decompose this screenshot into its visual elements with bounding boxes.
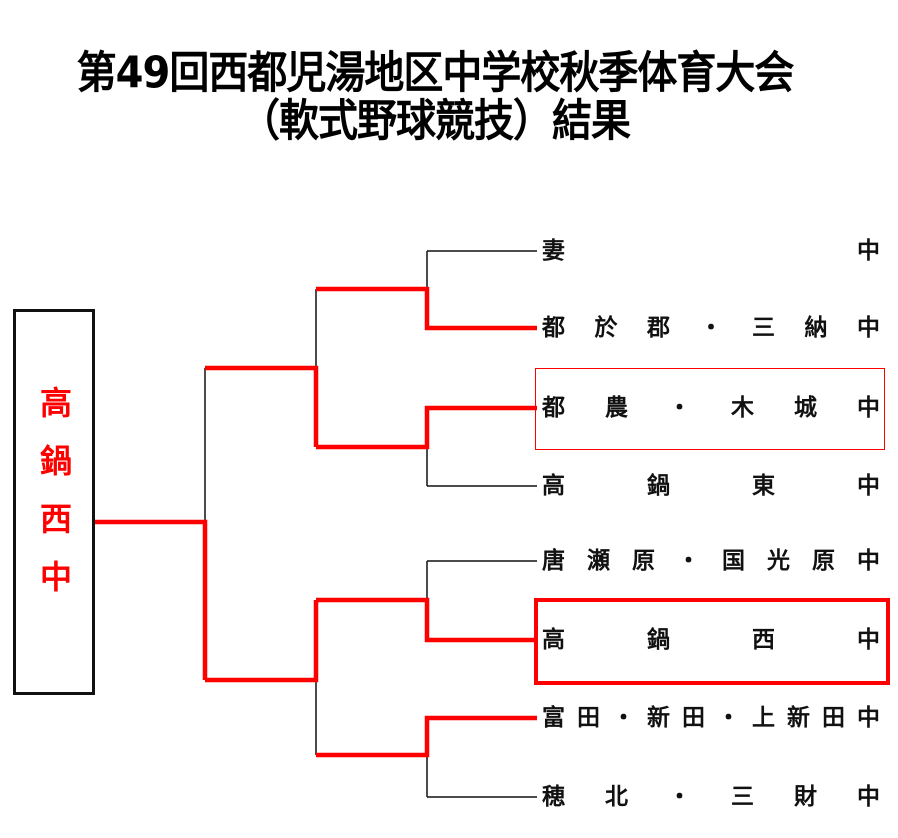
highlight-box-tsuno [535, 368, 885, 450]
champion-name: 高鍋西中 [35, 386, 73, 618]
champion-box: 高鍋西中 [13, 309, 95, 695]
team-4: 高 鍋 東 中 [542, 473, 880, 499]
winner-lines [95, 286, 537, 758]
team-6: 高 鍋 西 中 [542, 627, 880, 653]
team-1: 妻 中 [542, 238, 880, 264]
team-7: 富 田 ・ 新 田 ・ 上 新 田 中 [542, 705, 880, 731]
highlight-box-takanabe-nishi [534, 598, 890, 685]
loser-lines [204, 250, 537, 798]
title-line-2: （軟式野球競技）結果 [240, 96, 631, 147]
title-line-1: 第49回西都児湯地区中学校秋季体育大会 [76, 48, 795, 99]
team-2: 都 於 郡 ・ 三 納 中 [542, 315, 880, 341]
team-5: 唐 瀬 原 ・ 国 光 原 中 [542, 548, 880, 574]
team-8: 穂 北 ・ 三 財 中 [542, 784, 880, 810]
team-3: 都 農 ・ 木 城 中 [542, 395, 880, 421]
